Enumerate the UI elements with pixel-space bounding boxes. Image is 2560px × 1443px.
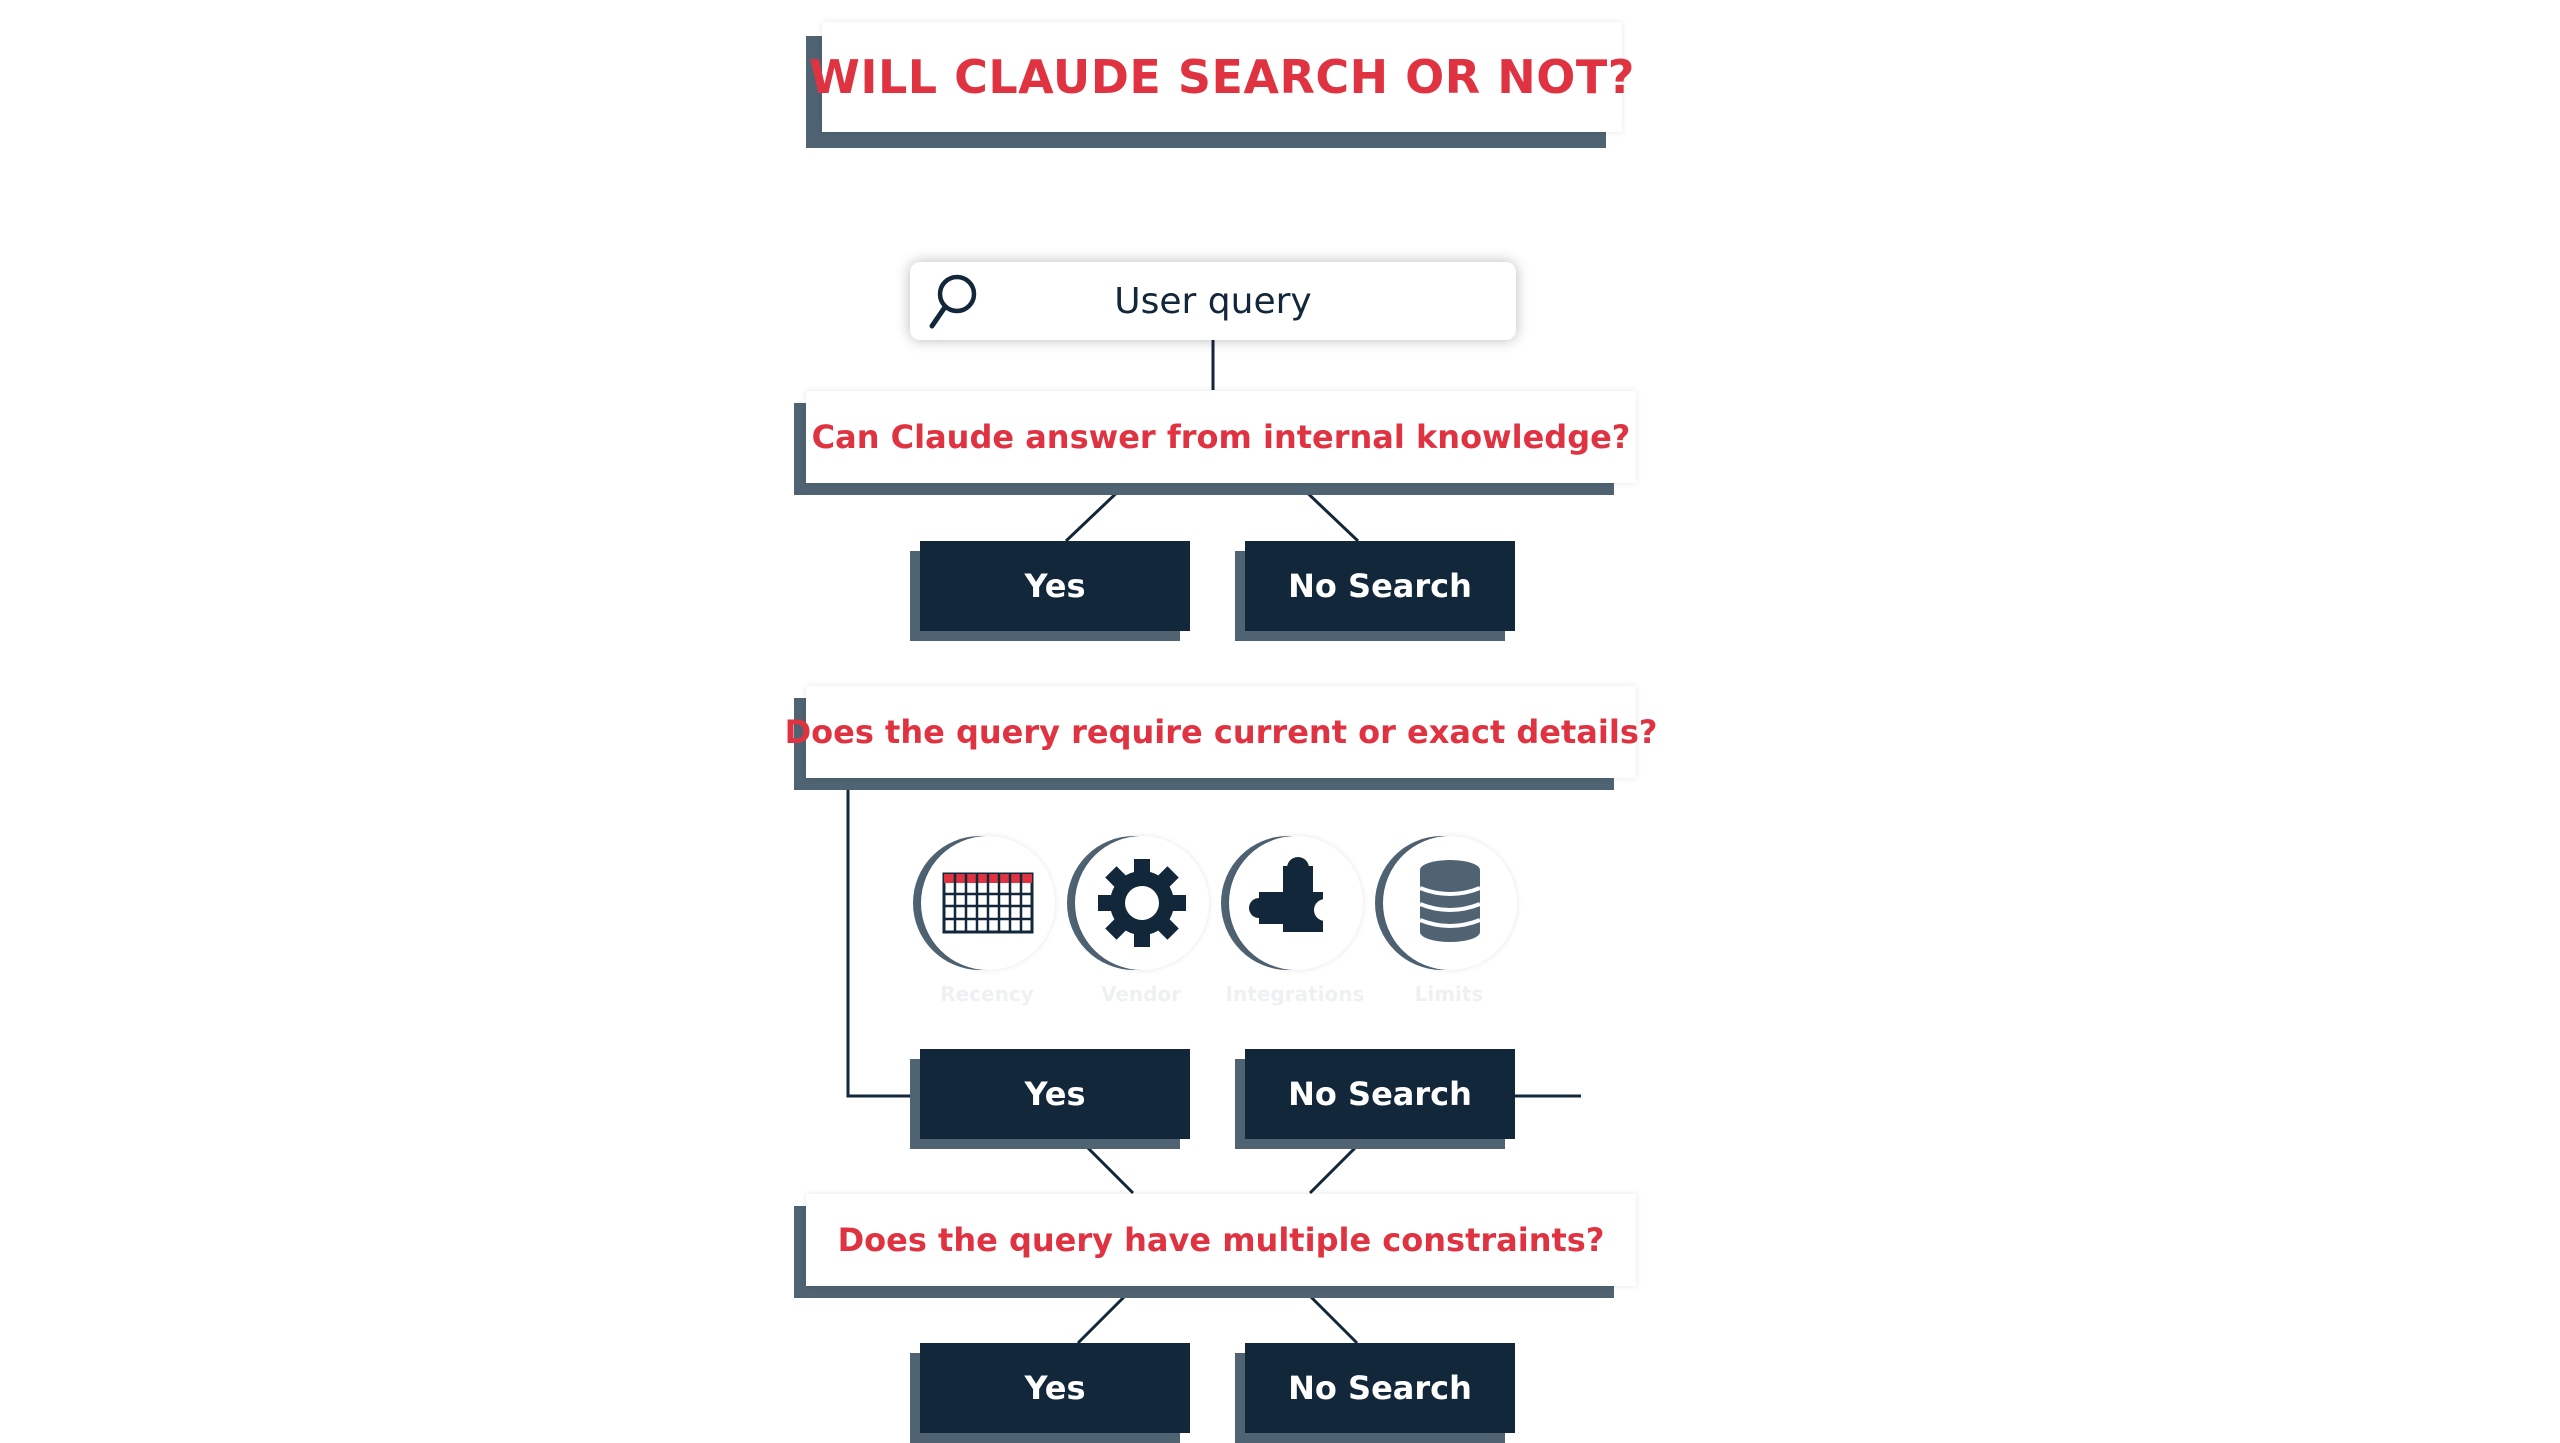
calendar-circle <box>913 836 1055 970</box>
calendar-icon <box>942 872 1034 934</box>
yes-button-2-label: Yes <box>1024 1075 1086 1113</box>
no-search-button-1-label: No Search <box>1288 567 1472 605</box>
page-title: WILL CLAUDE SEARCH OR NOT? <box>809 50 1635 104</box>
yes-button-3-label: Yes <box>1024 1369 1086 1407</box>
database-label: Limits <box>1414 982 1484 1006</box>
user-query-box[interactable]: User query <box>910 262 1516 340</box>
gear-label: Vendor <box>1100 982 1182 1006</box>
user-query-text: User query <box>1114 280 1312 322</box>
calendar-label: Recency <box>940 982 1034 1006</box>
puzzle-label: Integrations <box>1225 982 1365 1006</box>
database-icon <box>1419 860 1481 942</box>
puzzle-icon <box>1249 857 1336 932</box>
no-search-button-3-label: No Search <box>1288 1369 1472 1407</box>
no-search-button-2-label: No Search <box>1288 1075 1472 1113</box>
yes-button-1-label: Yes <box>1024 567 1086 605</box>
database-circle <box>1375 836 1517 970</box>
magnifier-icon <box>929 274 977 329</box>
question-text-2: Does the query require current or exact … <box>784 713 1658 751</box>
puzzle-circle <box>1221 836 1363 970</box>
question-text-3: Does the query have multiple constraints… <box>837 1221 1605 1259</box>
connector-q2-to-yes <box>846 780 920 1098</box>
question-text-1: Can Claude answer from internal knowledg… <box>811 418 1631 456</box>
gear-icon <box>1098 859 1186 947</box>
gear-circle <box>1067 836 1209 970</box>
